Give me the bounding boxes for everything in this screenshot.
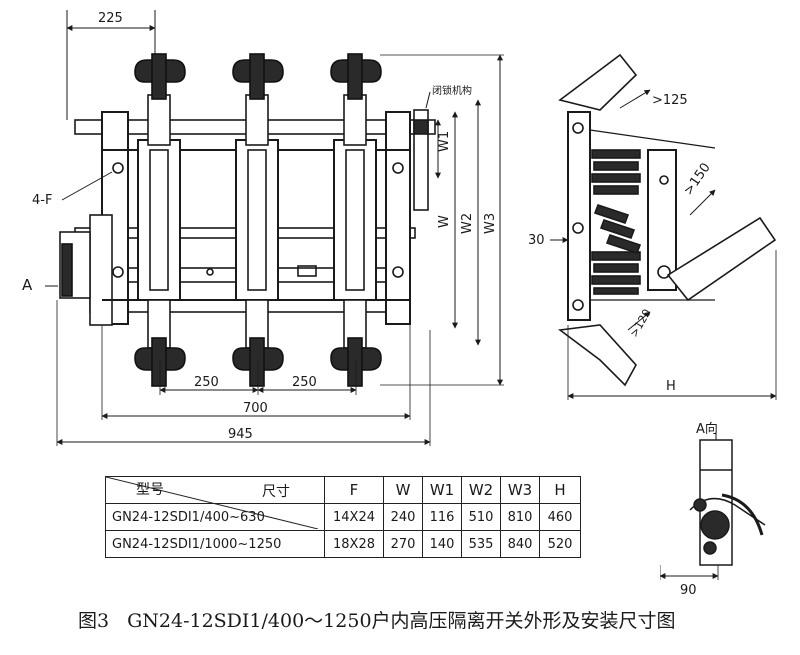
detail-a-view (699, 432, 733, 470)
figure-title: GN24-12SDⅠ1/400～1250户内高压隔离开关外形及安装尺寸图 (127, 610, 676, 632)
value-cell: 116 (422, 503, 462, 531)
col-header-w1: W1 (422, 476, 462, 504)
dim-945: 945 (228, 427, 253, 442)
dim-w3: W3 (483, 213, 498, 234)
col-header-w3: W3 (500, 476, 540, 504)
table-header-row: 尺寸 型号 F W W1 W2 W3 H (105, 476, 581, 529)
detail-a-title: A向 (696, 421, 718, 437)
value-cell: 240 (383, 503, 423, 531)
technical-drawing: 225 4-F A 闭锁机构 W1 W W2 W3 250 250 700 94… (22, 10, 777, 470)
table-header-diagonal: 尺寸 型号 (105, 476, 325, 529)
header-dimension-label: 尺寸 (262, 484, 290, 500)
dim-w2: W2 (460, 213, 475, 234)
dim-30: 30 (528, 233, 545, 248)
dim-gt-125: >125 (652, 93, 688, 108)
pole-3 (333, 94, 377, 349)
value-cell: 840 (500, 530, 540, 558)
dim-w1: W1 (437, 131, 452, 152)
value-cell: 460 (539, 503, 581, 531)
col-header-h: H (539, 476, 581, 504)
detail-a-drawing: 90 (660, 470, 766, 598)
col-header-f: F (324, 476, 384, 504)
value-cell: 18X28 (324, 530, 384, 558)
col-header-w2: W2 (461, 476, 501, 504)
value-cell: 14X24 (324, 503, 384, 531)
pole-2 (235, 94, 279, 349)
spec-table: 尺寸 型号 F W W1 W2 W3 H GN24-12SDI1/400~630… (105, 476, 581, 558)
pole-1 (137, 94, 181, 349)
col-header-w: W (383, 476, 423, 504)
value-cell: 810 (500, 503, 540, 531)
figure-caption: 图3 GN24-12SDⅠ1/400～1250户内高压隔离开关外形及安装尺寸图 (78, 606, 694, 633)
label-interlock-mechanism: 闭锁机构 (432, 84, 472, 97)
label-a: A (22, 276, 33, 294)
dim-250-right: 250 (292, 375, 317, 390)
value-cell: 535 (461, 530, 501, 558)
value-cell: 510 (461, 503, 501, 531)
dim-gt-150: >150 (681, 160, 714, 198)
value-cell: 270 (383, 530, 423, 558)
dim-w: W (437, 215, 452, 228)
label-4f: 4-F (32, 193, 52, 208)
dim-gt-120: >120 (627, 307, 653, 340)
figure-number: 图3 (78, 610, 110, 632)
value-cell: 520 (539, 530, 581, 558)
dim-90: 90 (680, 583, 697, 598)
side-view (550, 53, 777, 400)
value-cell: 140 (422, 530, 462, 558)
front-view (45, 10, 504, 446)
table-row: GN24-12SDI1/1000~1250 18X28 270 140 535 … (105, 530, 581, 558)
dim-700: 700 (243, 401, 268, 416)
dim-250-left: 250 (194, 375, 219, 390)
dim-225: 225 (98, 11, 123, 26)
dim-h: H (666, 379, 676, 394)
header-model-label: 型号 (136, 482, 164, 498)
model-cell: GN24-12SDI1/1000~1250 (105, 530, 325, 558)
